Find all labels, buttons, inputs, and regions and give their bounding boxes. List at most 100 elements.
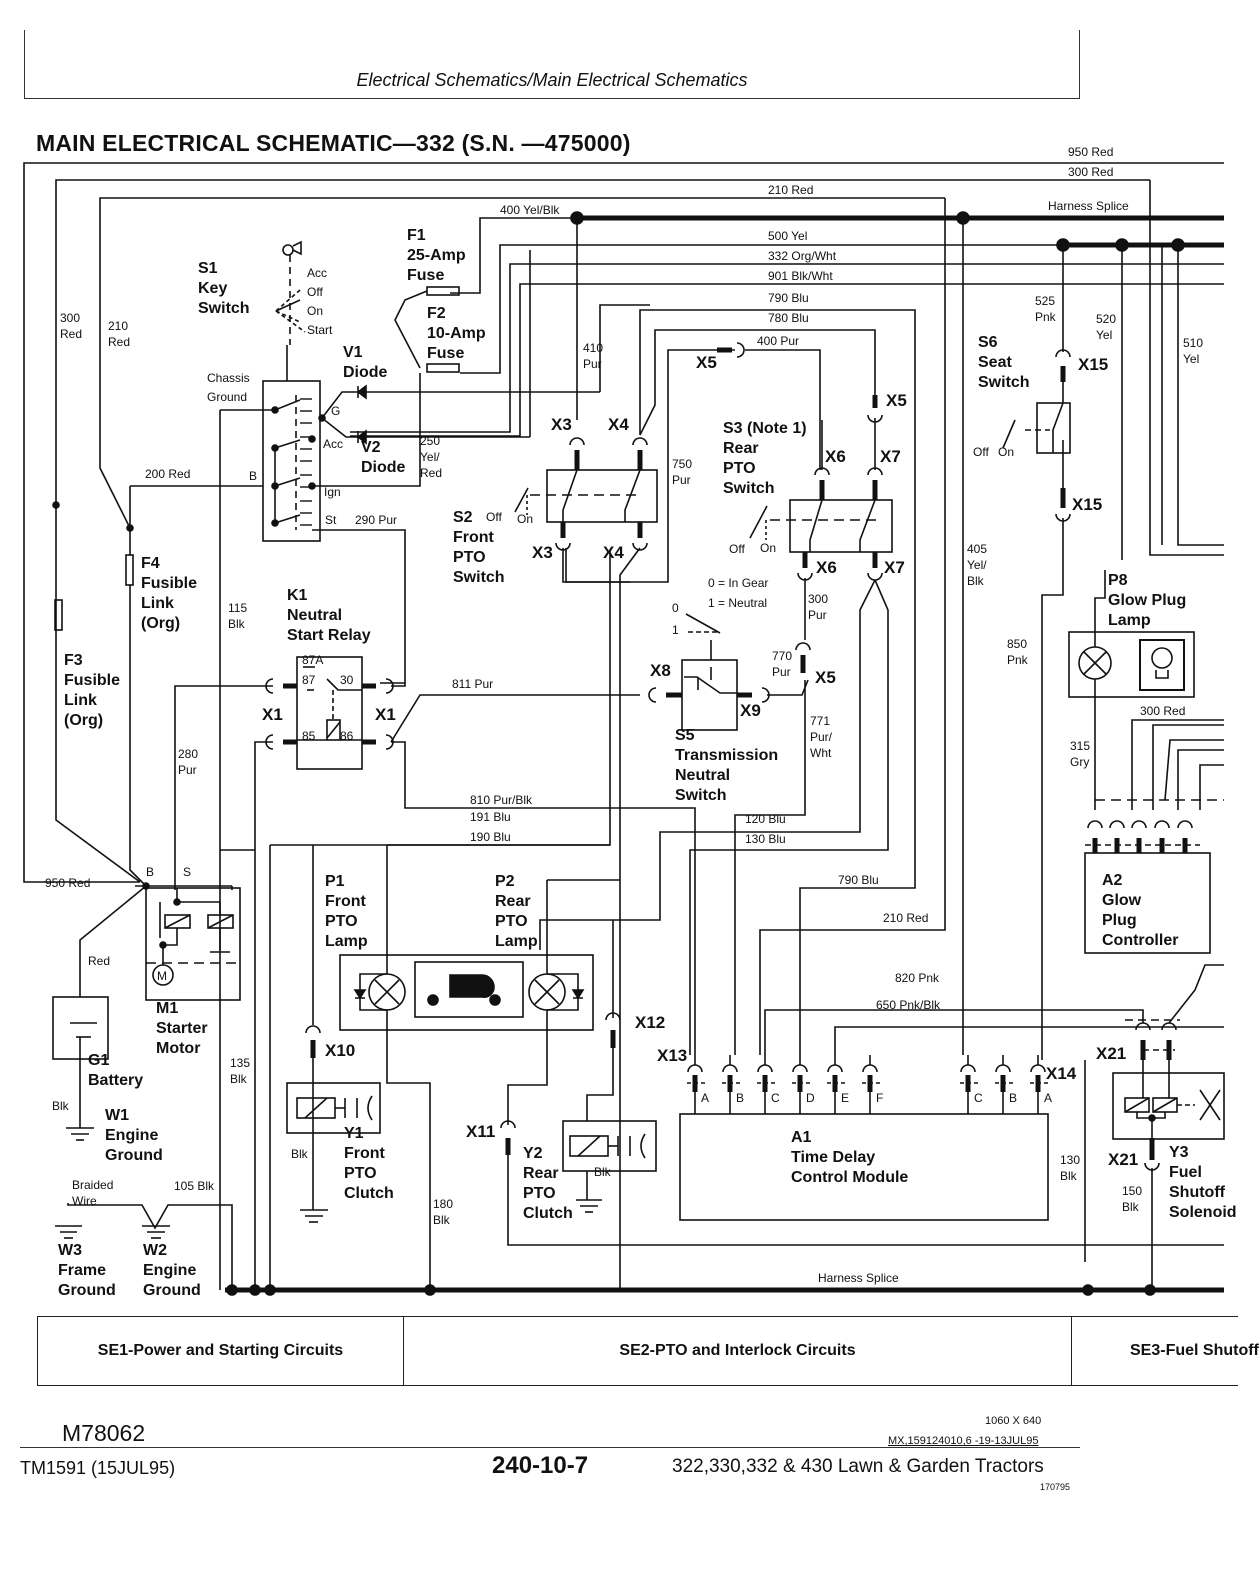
fusible-link-f4 (125, 486, 147, 887)
wire-label-w400: 400 Yel/Blk (500, 203, 560, 217)
product-name: 322,330,332 & 430 Lawn & Garden Tractors (672, 1456, 1044, 1477)
m1-terminal-b: B (146, 865, 154, 879)
wire-780-blu (639, 329, 876, 436)
wire-label-w210b: 210 Red (883, 911, 928, 925)
terminal-g: G (331, 404, 340, 418)
wire-label-w210_top: 210 Red (768, 183, 813, 197)
terminal-acc: Acc (323, 437, 343, 451)
starter-motor-m1 (79, 885, 241, 1001)
footer-rule (20, 1447, 1080, 1448)
k1-pin-86: 86 (340, 729, 354, 743)
page-number: 240-10-7 (492, 1452, 589, 1479)
wire-label-harness_bottom: Harness Splice (818, 1271, 899, 1285)
front-pto-switch-s2 (514, 437, 658, 1290)
section-se2: SE2-PTO and Interlock Circuits (404, 1317, 1072, 1385)
wire-label-w190: 190 Blu (470, 830, 511, 844)
transmission-neutral-switch-s5 (648, 613, 811, 1055)
wire-label-wblk_y1: Blk (291, 1147, 309, 1161)
connector-x11 (500, 1120, 1224, 1246)
figure-id: M78062 (62, 1420, 146, 1446)
key-switch-s1 (130, 240, 421, 851)
a1-x13-pin-a-label: A (701, 1091, 709, 1105)
bus-500-yel (460, 238, 1224, 560)
diode-v1 (356, 304, 650, 400)
k1-pin-85: 85 (302, 729, 316, 743)
fuse-f1 (394, 286, 460, 369)
figure-size: 1060 X 640 (985, 1415, 1042, 1427)
connector-x3-2: X3 (551, 415, 572, 434)
connector-x6-10: X6 (816, 558, 837, 577)
connector-x7-9: X7 (880, 447, 901, 466)
wire-label-w950_top: 950 Red (1068, 145, 1113, 159)
section-se1: SE1-Power and Starting Circuits (38, 1317, 404, 1385)
wire-label-w820: 820 Pnk (895, 971, 940, 985)
connector-x3-4: X3 (532, 543, 553, 562)
schematic-title: MAIN ELECTRICAL SCHEMATIC—332 (S.N. —475… (36, 130, 631, 156)
fusible-link-f3 (54, 599, 63, 631)
wire-label-w191: 191 Blu (470, 810, 511, 824)
a1-x14-pin-a-label: A (1044, 1091, 1052, 1105)
wire-210-red (99, 197, 946, 1055)
harness-splice-top (450, 211, 1224, 1055)
wire-label-wblk_y2: Blk (594, 1165, 612, 1179)
section-table: SE1-Power and Starting Circuits SE2-PTO … (37, 1316, 1259, 1386)
connector-x12-19: X12 (635, 1013, 665, 1032)
wire-300-red (55, 179, 1224, 883)
page-header: Electrical Schematics/Main Electrical Sc… (24, 30, 1080, 99)
wire-label-w105: 105 Blk (174, 1179, 215, 1193)
connector-x5-7: X5 (886, 391, 907, 410)
connector-x5-14: X5 (815, 668, 836, 687)
s6-off: Off (973, 445, 989, 459)
neutral-start-relay-k1 (174, 656, 696, 1290)
wire-label-w780: 780 Blu (768, 311, 809, 325)
a1-x13-pin-e-label: E (841, 1091, 849, 1105)
figure-reference: MX,159124010,6 -19-13JUL95 (888, 1435, 1039, 1447)
connector-x5-top (717, 342, 745, 358)
connector-x1-1: X1 (375, 705, 396, 724)
battery-g1 (52, 996, 109, 1141)
wire-332-org-wht (350, 263, 1224, 433)
manual-id: TM1591 (15JUL95) (20, 1458, 176, 1478)
wire-label-w790: 790 Blu (768, 291, 809, 305)
wire-label-w200: 200 Red (145, 467, 190, 481)
wire-label-w811: 811 Pur (452, 677, 493, 691)
connector-x5-6: X5 (696, 353, 717, 372)
a1-x13-pin-c-socket (757, 1064, 773, 1073)
wire-790-blu (639, 309, 916, 1055)
a1-x14-pin-b-label: B (1009, 1091, 1017, 1105)
wire-label-harness_top: Harness Splice (1048, 199, 1129, 213)
wire-label-w901: 901 Blk/Wht (768, 269, 833, 283)
terminal-ign: Ign (324, 485, 341, 499)
a1-x13-pin-f-socket (862, 1064, 878, 1073)
connector-x4-5: X4 (603, 543, 624, 562)
a1-x14-pin-a-socket (1030, 1064, 1046, 1073)
k1-pin-30: 30 (340, 673, 354, 687)
